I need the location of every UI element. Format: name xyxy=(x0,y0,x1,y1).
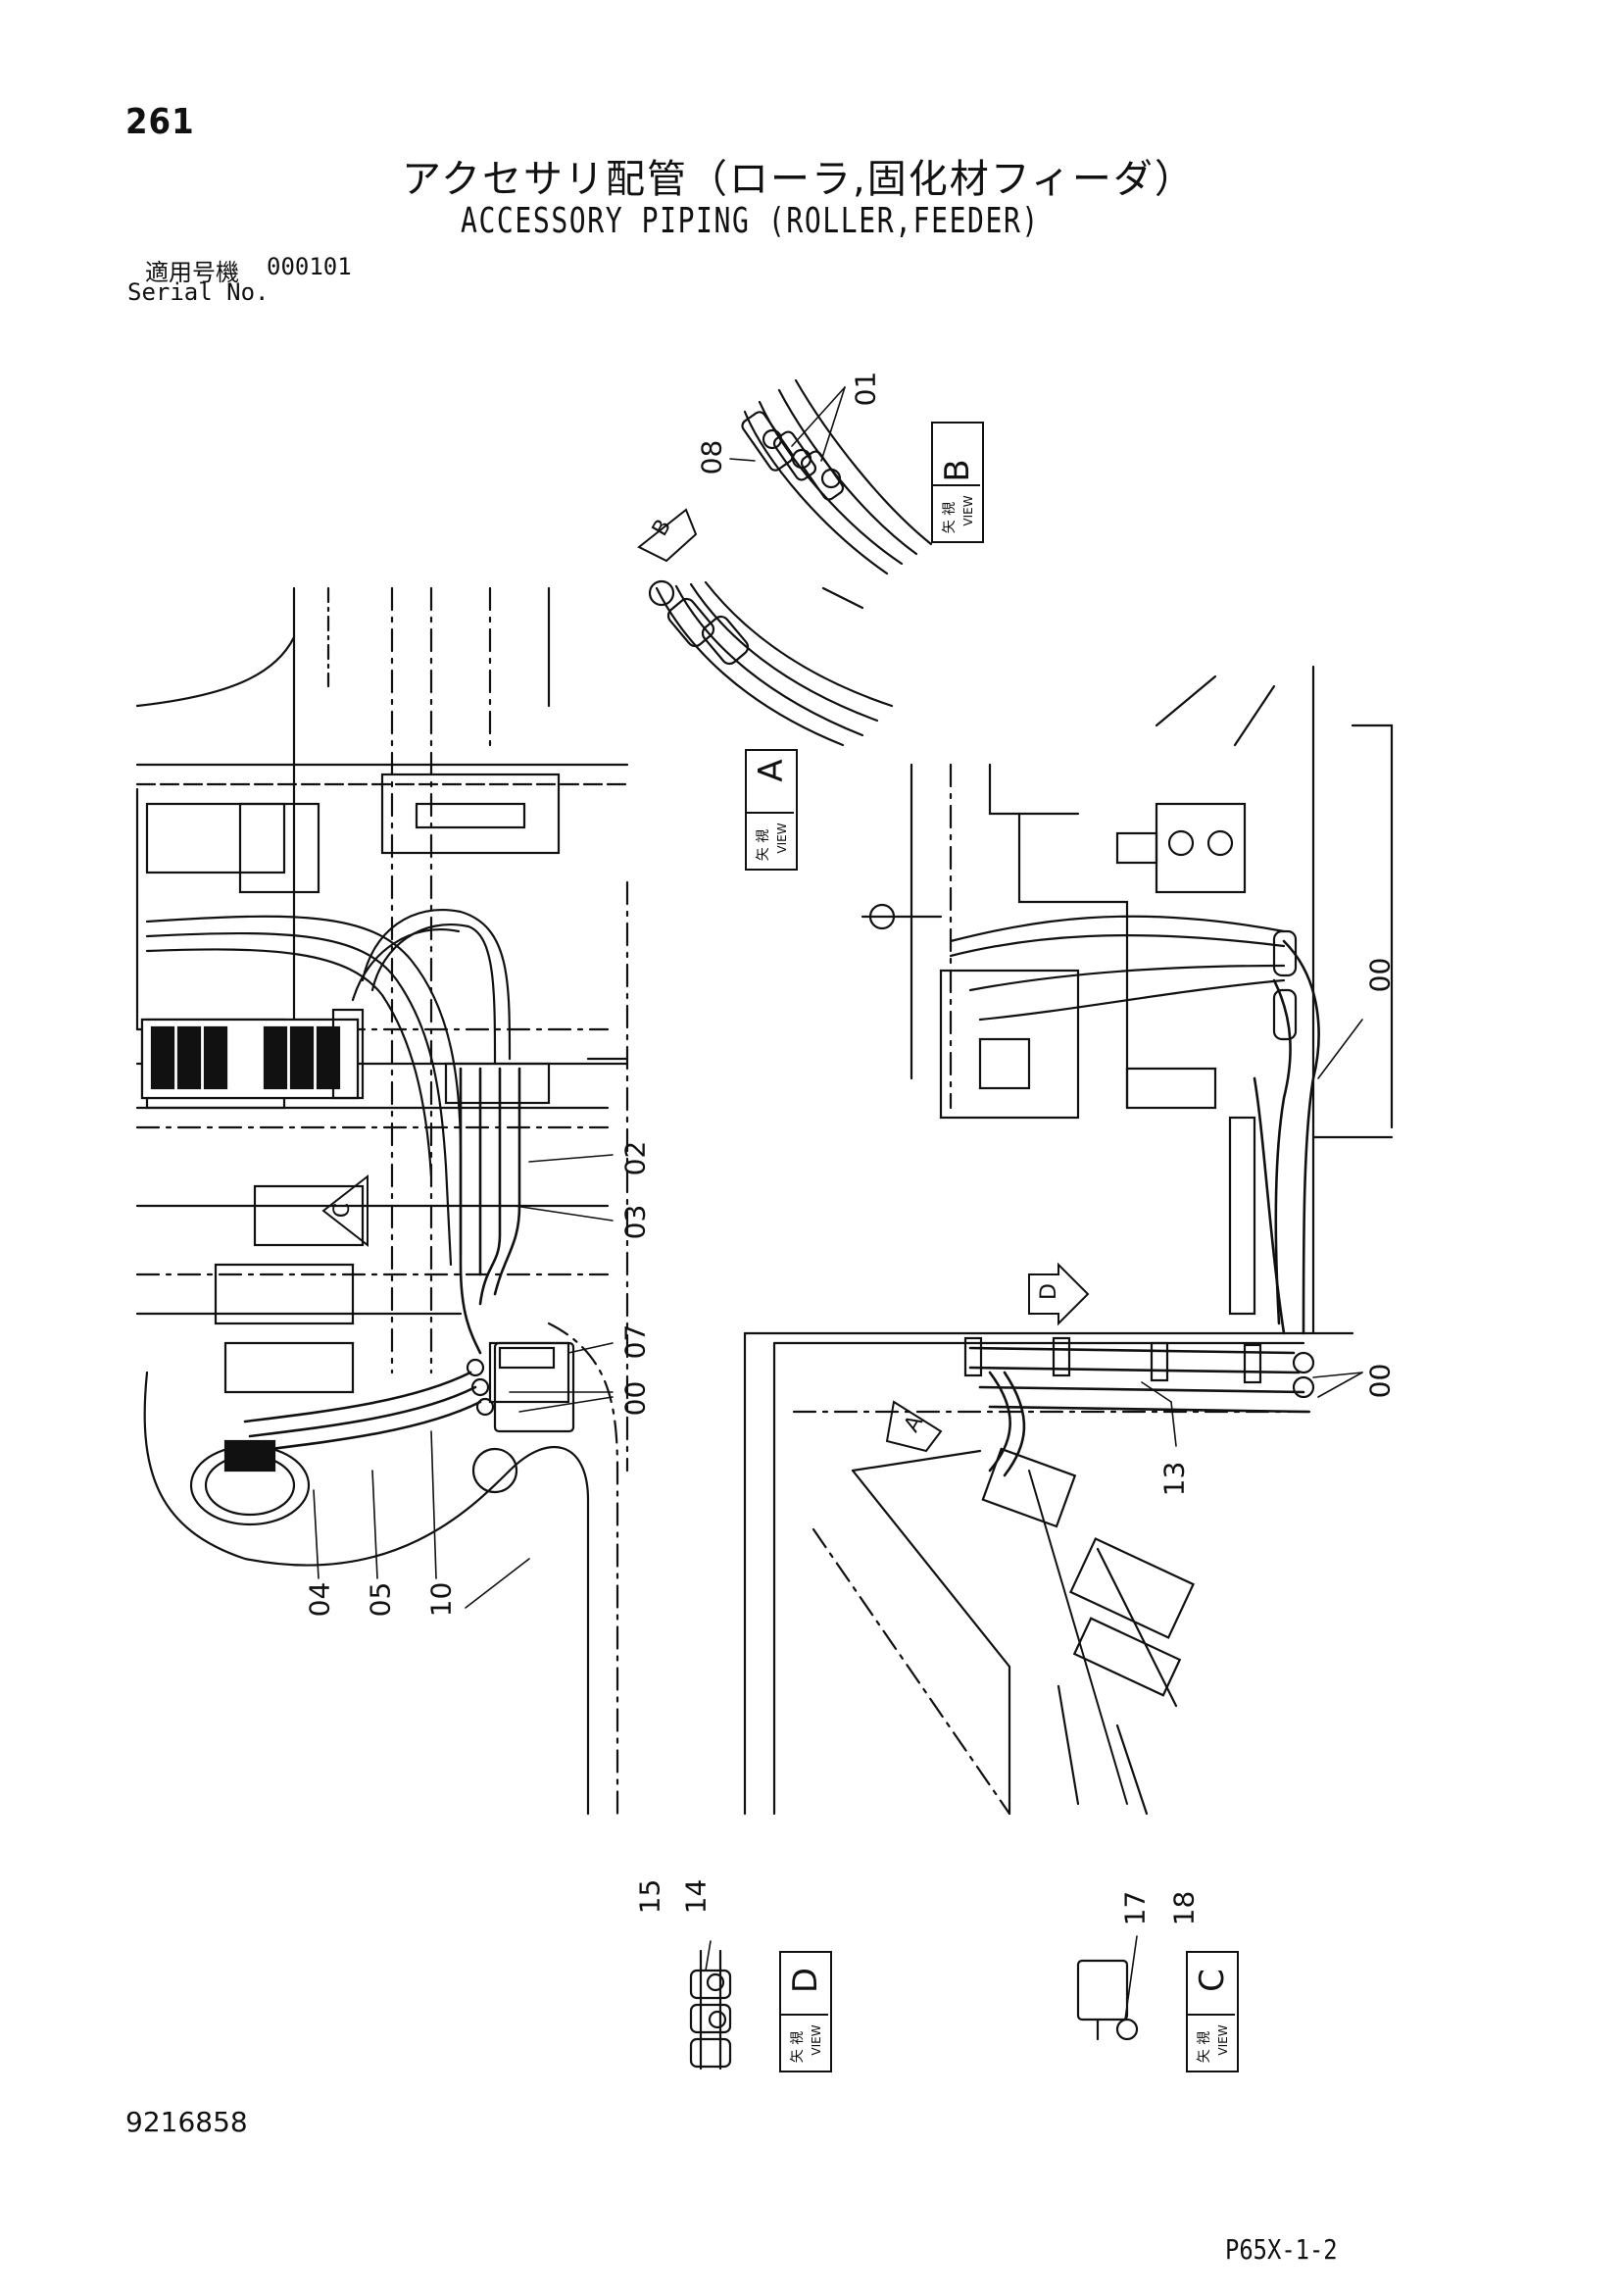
callout-07: 07 xyxy=(618,1323,652,1360)
view-c-word: VIEW xyxy=(1216,2024,1230,2056)
left-assembly xyxy=(135,586,629,1816)
callout-00-right-upper: 00 xyxy=(1363,957,1397,993)
document-number: 9216858 xyxy=(125,2106,248,2138)
view-a-word: VIEW xyxy=(775,823,789,854)
view-c-detail xyxy=(1076,1935,1139,2041)
view-d-label-box: D 矢 視 VIEW xyxy=(779,1951,832,2072)
arrow-c-letter: C xyxy=(330,1202,356,1219)
callout-08: 08 xyxy=(695,439,728,475)
view-c-kanji: 矢 視 xyxy=(1197,2030,1212,2064)
view-a-kanji: 矢 視 xyxy=(756,828,771,862)
view-d-kanji: 矢 視 xyxy=(790,2030,806,2064)
view-d-arrow xyxy=(1028,1262,1090,1326)
callout-00-left: 00 xyxy=(618,1380,652,1417)
serial-label-japanese: 適用号機 xyxy=(145,259,239,286)
page-title-japanese: アクセサリ配管（ローラ,固化材フィーダ） xyxy=(402,157,1196,202)
view-d-word: VIEW xyxy=(810,2024,823,2056)
callout-01: 01 xyxy=(849,371,882,407)
roller-motor xyxy=(189,1439,518,1526)
view-c-arrow xyxy=(321,1173,369,1248)
view-d-detail xyxy=(689,1940,732,2071)
callout-18: 18 xyxy=(1167,1890,1201,1926)
arrow-d-letter: D xyxy=(1036,1283,1061,1300)
view-c-label-box: C 矢 視 VIEW xyxy=(1186,1951,1239,2072)
hose-bundle-upper xyxy=(648,579,894,747)
serial-value: 000101 xyxy=(267,253,352,280)
callout-17: 17 xyxy=(1118,1890,1152,1926)
page-title-english: ACCESSORY PIPING (ROLLER,FEEDER) xyxy=(461,201,1040,241)
callout-03: 03 xyxy=(618,1204,652,1240)
control-valve-stack xyxy=(140,1008,365,1100)
view-a-label-box: A 矢 視 VIEW xyxy=(745,749,798,871)
view-a-arrow xyxy=(885,1400,943,1453)
callout-00-right-lower: 00 xyxy=(1363,1363,1397,1399)
view-b-detail xyxy=(729,378,933,610)
callout-14: 14 xyxy=(679,1878,713,1915)
page-number: 261 xyxy=(125,102,195,142)
callout-10: 10 xyxy=(424,1581,458,1618)
view-b-word: VIEW xyxy=(961,495,975,526)
callout-05: 05 xyxy=(364,1581,397,1618)
view-b-kanji: 矢 視 xyxy=(942,501,958,534)
page-code: P65X-1-2 xyxy=(1225,2233,1338,2266)
serial-label-english: Serial No. xyxy=(127,278,270,306)
callout-04: 04 xyxy=(303,1581,336,1618)
callout-15: 15 xyxy=(633,1878,666,1915)
callout-13: 13 xyxy=(1157,1461,1191,1497)
view-b-arrow xyxy=(637,508,698,563)
view-b-label-box: B 矢 視 VIEW xyxy=(931,422,984,543)
view-a-letter: A xyxy=(752,759,791,782)
callout-02: 02 xyxy=(618,1140,652,1176)
right-assembly xyxy=(743,665,1394,1816)
